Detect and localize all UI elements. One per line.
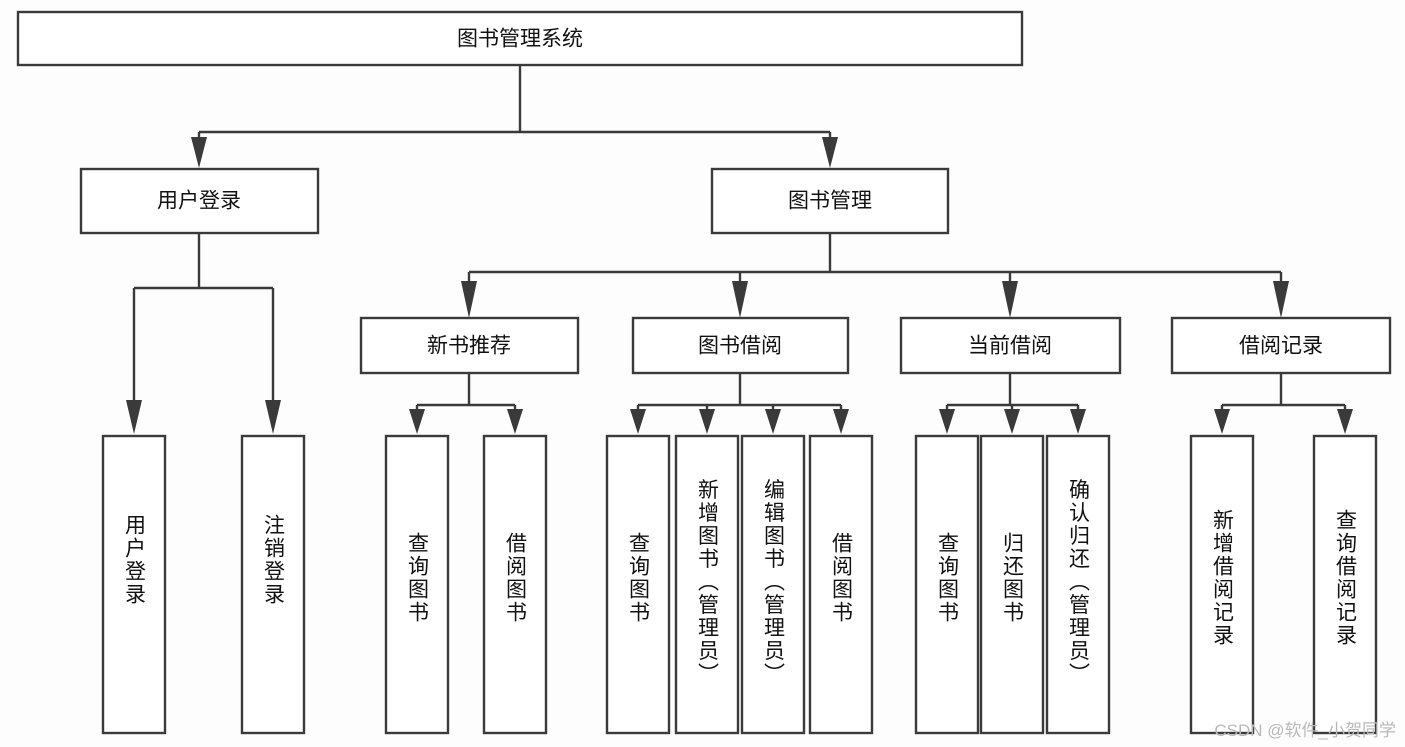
arrow-head-cb-leaf-1 xyxy=(939,409,955,434)
leaf-box-br-query-record[interactable] xyxy=(1312,434,1378,735)
arrow-head-current-borrow xyxy=(1002,281,1018,318)
node-label-book-management: 图书管理 xyxy=(788,190,872,213)
csdn-watermark: CSDN @软件_小贺同学 xyxy=(1214,721,1396,740)
leaf-label-br-add-record: 新增借阅记录 xyxy=(1211,509,1235,647)
leaf-label-nbr-query-book: 查询图书 xyxy=(406,532,430,624)
arrow-head-bb-leaf-3 xyxy=(765,409,781,434)
node-current-borrow[interactable]: 当前借阅 xyxy=(899,316,1122,375)
leaf-box-cb-return-book[interactable] xyxy=(979,434,1045,735)
arrow-head-nbr-leaf-1 xyxy=(409,409,425,434)
arrow-head-cb-leaf-2 xyxy=(1004,409,1020,434)
leaf-label-user-login-action: 用户登录 xyxy=(123,514,147,606)
node-box-book-management[interactable] xyxy=(710,167,950,235)
leaf-node-nbr-borrow-book[interactable]: 借阅图书 xyxy=(482,434,548,735)
leaf-node-bb-borrow-book[interactable]: 借阅图书 xyxy=(808,434,874,735)
leaf-label-nbr-borrow-book: 借阅图书 xyxy=(504,532,528,624)
arrow-head-book-manage xyxy=(822,137,838,168)
node-new-book-recommend[interactable]: 新书推荐 xyxy=(359,316,580,375)
node-box-new-book-recommend[interactable] xyxy=(359,316,580,375)
leaf-node-cb-confirm-return-admin[interactable]: 确认归还（管理员） xyxy=(1045,434,1111,735)
node-box-user-login[interactable] xyxy=(79,167,320,235)
leaf-node-br-add-record[interactable]: 新增借阅记录 xyxy=(1189,434,1255,735)
arrow-head-cb-leaf-3 xyxy=(1070,409,1086,434)
leaf-box-bb-borrow-book[interactable] xyxy=(808,434,874,735)
leaf-box-nbr-query-book[interactable] xyxy=(384,434,450,735)
arrow-head-bb-leaf-2 xyxy=(699,409,715,434)
leaf-node-user-login-action[interactable]: 用户登录 xyxy=(101,434,167,735)
leaf-node-logout[interactable]: 注销登录 xyxy=(240,434,306,735)
leaf-node-cb-query-book[interactable]: 查询图书 xyxy=(914,434,980,735)
leaf-box-cb-confirm-return-admin[interactable] xyxy=(1045,434,1111,735)
node-box-current-borrow[interactable] xyxy=(899,316,1122,375)
node-user-login[interactable]: 用户登录 xyxy=(79,167,320,235)
leaf-label-bb-edit-book-admin: 编辑图书（管理员） xyxy=(762,479,786,686)
leaf-label-cb-confirm-return-admin: 确认归还（管理员） xyxy=(1067,479,1091,686)
node-label-root: 图书管理系统 xyxy=(457,28,583,51)
arrow-head-bb-leaf-4 xyxy=(833,409,849,434)
arrow-head-leaf-logout xyxy=(265,400,281,434)
node-box-book-borrow[interactable] xyxy=(631,316,850,375)
leaf-box-bb-edit-book-admin[interactable] xyxy=(740,434,806,735)
leaf-node-bb-edit-book-admin[interactable]: 编辑图书（管理员） xyxy=(740,434,806,735)
leaf-label-bb-add-book-admin: 新增图书（管理员） xyxy=(696,479,720,686)
leaf-box-bb-add-book-admin[interactable] xyxy=(674,434,740,735)
leaf-label-logout: 注销登录 xyxy=(262,514,286,606)
arrow-head-borrow-record xyxy=(1273,281,1289,318)
node-box-borrow-record[interactable] xyxy=(1170,316,1392,375)
arrow-head-br-leaf-1 xyxy=(1214,409,1230,434)
leaf-label-br-query-record: 查询借阅记录 xyxy=(1334,509,1358,647)
connector-layer xyxy=(126,65,1353,434)
leaf-node-bb-query-book[interactable]: 查询图书 xyxy=(605,434,671,735)
leaf-label-cb-return-book: 归还图书 xyxy=(1001,532,1025,624)
leaf-box-br-add-record[interactable] xyxy=(1189,434,1255,735)
leaf-label-bb-borrow-book: 借阅图书 xyxy=(830,532,854,624)
node-book-borrow[interactable]: 图书借阅 xyxy=(631,316,850,375)
node-label-current-borrow: 当前借阅 xyxy=(968,335,1052,358)
leaf-label-bb-query-book: 查询图书 xyxy=(627,532,651,624)
leaf-box-user-login-action[interactable] xyxy=(101,434,167,735)
leaf-box-bb-query-book[interactable] xyxy=(605,434,671,735)
node-root-system[interactable]: 图书管理系统 xyxy=(16,10,1024,67)
node-book-management[interactable]: 图书管理 xyxy=(710,167,950,235)
arrow-head-user-login xyxy=(191,137,207,168)
leaf-node-nbr-query-book[interactable]: 查询图书 xyxy=(384,434,450,735)
node-box-root[interactable] xyxy=(16,10,1024,67)
arrow-head-leaf-user-login xyxy=(126,400,142,434)
leaf-node-br-query-record[interactable]: 查询借阅记录 xyxy=(1312,434,1378,735)
leaf-box-nbr-borrow-book[interactable] xyxy=(482,434,548,735)
arrow-head-book-borrow xyxy=(732,281,748,318)
node-label-new-book-recommend: 新书推荐 xyxy=(427,335,511,358)
arrow-head-new-book xyxy=(461,281,477,318)
node-label-user-login: 用户登录 xyxy=(157,190,241,213)
node-label-book-borrow: 图书借阅 xyxy=(698,335,782,358)
node-borrow-record[interactable]: 借阅记录 xyxy=(1170,316,1392,375)
arrow-head-nbr-leaf-2 xyxy=(507,409,523,434)
arrow-head-bb-leaf-1 xyxy=(630,409,646,434)
leaf-node-bb-add-book-admin[interactable]: 新增图书（管理员） xyxy=(674,434,740,735)
leaf-label-cb-query-book: 查询图书 xyxy=(936,532,960,624)
leaf-box-cb-query-book[interactable] xyxy=(914,434,980,735)
leaf-node-cb-return-book[interactable]: 归还图书 xyxy=(979,434,1045,735)
leaf-box-logout[interactable] xyxy=(240,434,306,735)
node-label-borrow-record: 借阅记录 xyxy=(1239,335,1323,358)
arrow-head-br-leaf-2 xyxy=(1337,409,1353,434)
